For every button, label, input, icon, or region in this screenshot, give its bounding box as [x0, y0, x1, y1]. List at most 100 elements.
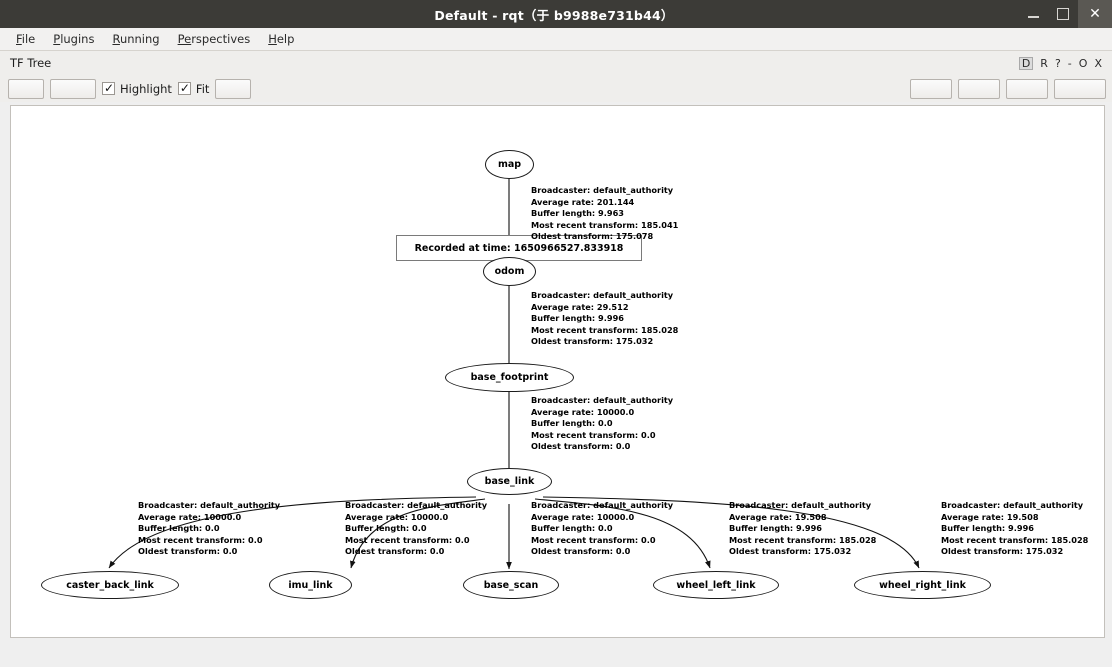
save-image-button[interactable] [215, 78, 252, 99]
window-controls: ✕ [1018, 0, 1112, 28]
edge-most-recent: Most recent transform: 0.0 [345, 534, 470, 545]
edge-buffer-length: Buffer length: 0.0 [138, 523, 220, 534]
edge-most-recent: Most recent transform: 185.041 [531, 219, 679, 230]
edge-oldest: Oldest transform: 175.032 [729, 546, 852, 557]
edge-buffer-length: Buffer length: 0.0 [345, 523, 427, 534]
menu-help[interactable]: Help [260, 30, 302, 48]
edge-buffer-length: Buffer length: 0.0 [531, 418, 613, 429]
dock-title-strip: TF Tree D R ? - O X [0, 51, 1112, 75]
menu-perspectives-label: rspectives [191, 32, 251, 46]
edge-average-rate: Average rate: 10000.0 [138, 511, 242, 522]
menu-file[interactable]: File [8, 30, 43, 48]
tf-node-base-scan[interactable]: base_scan [463, 571, 559, 599]
edge-most-recent: Most recent transform: 185.028 [729, 534, 877, 545]
tf-edge-label-odom-base-footprint: Broadcaster: default_authority Average r… [531, 290, 678, 348]
menu-file-mnemonic: F [16, 32, 22, 46]
menu-running-label: unning [119, 32, 160, 46]
highlight-checkbox-label: Highlight [120, 81, 172, 96]
edge-average-rate: Average rate: 10000.0 [531, 511, 635, 522]
edge-broadcaster: Broadcaster: default_authority [729, 500, 872, 510]
edge-most-recent: Most recent transform: 185.028 [531, 324, 679, 335]
filter-button[interactable] [50, 78, 96, 99]
edge-oldest: Oldest transform: 0.0 [531, 546, 631, 557]
edge-broadcaster: Broadcaster: default_authority [941, 500, 1084, 510]
tf-node-caster-back-link[interactable]: caster_back_link [41, 571, 179, 599]
edge-most-recent: Most recent transform: 0.0 [531, 429, 656, 440]
edge-oldest: Oldest transform: 175.078 [531, 231, 654, 242]
menubar: File Plugins Running Perspectives Help [0, 28, 1112, 51]
zoom-in-button[interactable] [910, 78, 952, 99]
menu-help-mnemonic: H [268, 32, 277, 46]
edge-most-recent: Most recent transform: 185.028 [941, 534, 1089, 545]
tf-edge-label-base-link-imu-link: Broadcaster: default_authority Average r… [345, 500, 487, 558]
tf-edge-label-base-link-caster-back-link: Broadcaster: default_authority Average r… [138, 500, 280, 558]
tf-edge-label-base-link-wheel-right-link: Broadcaster: default_authority Average r… [941, 500, 1088, 558]
minimize-icon[interactable] [1018, 0, 1048, 28]
edge-oldest: Oldest transform: 0.0 [531, 441, 631, 452]
dock-title: TF Tree [10, 56, 52, 70]
edge-broadcaster: Broadcaster: default_authority [138, 500, 281, 510]
tf-node-imu-link[interactable]: imu_link [269, 571, 352, 599]
tf-tree-canvas[interactable]: Recorded at time: 1650966527.833918 map … [10, 105, 1105, 638]
dock-button-help-icon[interactable]: ? [1054, 56, 1061, 70]
menu-plugins-label: lugins [60, 32, 95, 46]
tf-node-base-link[interactable]: base_link [467, 468, 552, 495]
dock-button-float-icon[interactable]: O [1078, 56, 1088, 70]
dock-button-close-icon[interactable]: X [1094, 56, 1102, 70]
tf-edge-label-base-link-base-scan: Broadcaster: default_authority Average r… [531, 500, 673, 558]
edge-broadcaster: Broadcaster: default_authority [531, 185, 674, 195]
dock-button-minimize-icon[interactable]: - [1067, 56, 1072, 70]
edge-most-recent: Most recent transform: 0.0 [138, 534, 263, 545]
edge-oldest: Oldest transform: 0.0 [138, 546, 238, 557]
fit-view-button[interactable] [1006, 78, 1048, 99]
edge-buffer-length: Buffer length: 9.963 [531, 208, 624, 219]
fit-checkbox[interactable]: Fit [177, 81, 210, 96]
edge-oldest: Oldest transform: 175.032 [941, 546, 1064, 557]
edge-buffer-length: Buffer length: 0.0 [531, 523, 613, 534]
highlight-checkbox-box[interactable] [102, 81, 115, 95]
export-button[interactable] [1054, 78, 1106, 99]
menu-running[interactable]: Running [104, 30, 167, 48]
menu-plugins[interactable]: Plugins [45, 30, 102, 48]
edge-oldest: Oldest transform: 0.0 [345, 546, 445, 557]
edge-oldest: Oldest transform: 175.032 [531, 336, 654, 347]
edge-most-recent: Most recent transform: 0.0 [531, 534, 656, 545]
maximize-icon[interactable] [1048, 0, 1078, 28]
edge-average-rate: Average rate: 10000.0 [345, 511, 449, 522]
menu-plugins-mnemonic: P [53, 32, 61, 46]
edge-average-rate: Average rate: 10000.0 [531, 406, 635, 417]
tf-node-map[interactable]: map [485, 150, 534, 179]
tf-node-odom[interactable]: odom [483, 257, 536, 286]
refresh-button[interactable] [8, 78, 44, 99]
dock-button-r-icon[interactable]: R [1040, 56, 1048, 70]
window-titlebar: Default - rqt（于 b9988e731b44） ✕ [0, 0, 1112, 28]
menu-running-mnemonic: R [112, 32, 120, 46]
tf-node-wheel-right-link[interactable]: wheel_right_link [854, 571, 991, 599]
edge-buffer-length: Buffer length: 9.996 [729, 523, 822, 534]
zoom-out-button[interactable] [958, 78, 1000, 99]
dock-button-d-icon[interactable]: D [1018, 56, 1034, 70]
edge-buffer-length: Buffer length: 9.996 [531, 313, 624, 324]
edge-buffer-length: Buffer length: 9.996 [941, 523, 1034, 534]
menu-help-label: elp [276, 32, 295, 46]
fit-checkbox-label: Fit [195, 81, 210, 96]
tf-node-wheel-left-link[interactable]: wheel_left_link [653, 571, 779, 599]
tf-edge-label-base-footprint-base-link: Broadcaster: default_authority Average r… [531, 395, 673, 453]
tf-node-base-footprint[interactable]: base_footprint [445, 363, 574, 392]
edge-average-rate: Average rate: 19.508 [941, 511, 1039, 522]
menu-perspectives[interactable]: Perspectives [170, 30, 259, 48]
highlight-checkbox[interactable]: Highlight [102, 81, 172, 96]
tf-edge-label-map-odom: Broadcaster: default_authority Average r… [531, 185, 678, 243]
edge-average-rate: Average rate: 201.144 [531, 196, 635, 207]
canvas-wrapper: Recorded at time: 1650966527.833918 map … [0, 102, 1112, 642]
menu-file-label: ile [21, 32, 36, 46]
edge-average-rate: Average rate: 29.512 [531, 301, 629, 312]
window-title: Default - rqt（于 b9988e731b44） [434, 7, 674, 23]
edge-broadcaster: Broadcaster: default_authority [531, 500, 674, 510]
edge-broadcaster: Broadcaster: default_authority [531, 290, 674, 300]
edge-broadcaster: Broadcaster: default_authority [531, 395, 674, 405]
tf-tree-toolbar: Highlight Fit [0, 75, 1112, 102]
tf-edge-label-base-link-wheel-left-link: Broadcaster: default_authority Average r… [729, 500, 876, 558]
close-icon[interactable]: ✕ [1078, 0, 1112, 28]
fit-checkbox-box[interactable] [177, 81, 191, 95]
